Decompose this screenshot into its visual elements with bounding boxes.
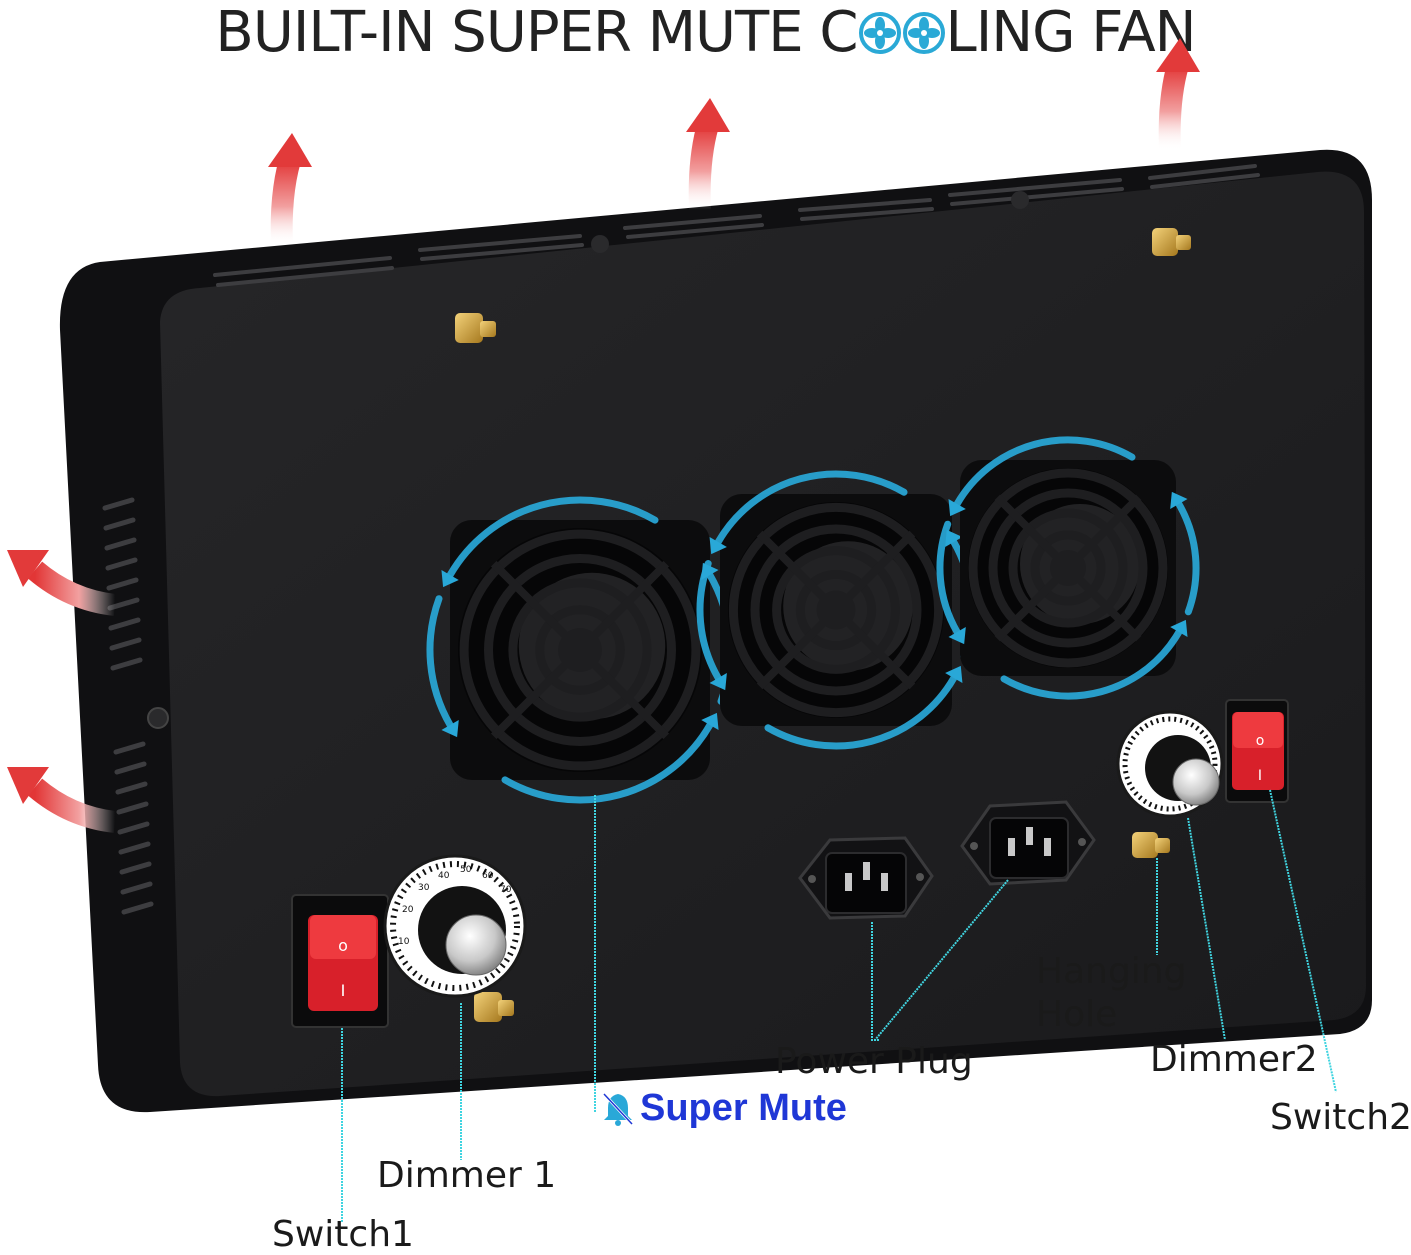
fan-icon (902, 12, 945, 54)
bell-mute-icon (602, 1092, 634, 1126)
power-plug (798, 836, 934, 920)
page-title: BUILT-IN SUPER MUTE C LING FAN (0, 0, 1411, 66)
hanging-screw (455, 313, 496, 343)
cooling-fan (720, 494, 952, 726)
hanging-screw (474, 992, 514, 1022)
heat-airflow-arrow (7, 550, 117, 616)
dial-tick: 20 (402, 905, 414, 915)
heat-airflow-arrow (268, 133, 312, 246)
cooling-fan (450, 520, 710, 780)
label-super-mute: Super Mute (640, 1087, 847, 1129)
dimmer-knob-2[interactable] (1116, 710, 1224, 818)
label-power-plug: Power Plug (775, 1041, 973, 1082)
heat-airflow-arrow (7, 767, 117, 833)
dial-tick: 40 (438, 871, 450, 881)
label-hanging-hole-line1: Hanging (1036, 951, 1187, 992)
leader-lines (341, 789, 1337, 1222)
label-dimmer1: Dimmer 1 (377, 1155, 557, 1196)
label-switch2: Switch2 (1270, 1097, 1411, 1138)
switch-on-mark: o (1256, 733, 1265, 749)
hanging-screw (1132, 832, 1170, 858)
switch-off-mark: I (341, 981, 346, 1000)
heat-airflow-arrow (686, 98, 730, 211)
dial-tick: 60 (482, 871, 494, 881)
super-mute-callout: Super Mute (598, 1088, 847, 1128)
heat-airflow-arrow (1156, 38, 1200, 151)
title-part2: LING FAN (945, 0, 1197, 65)
dial-tick: 50 (460, 865, 472, 875)
dial-tick: 10 (398, 937, 410, 947)
power-plug (960, 800, 1096, 886)
dial-tick: 30 (418, 883, 430, 893)
title-part1: BUILT-IN SUPER MUTE C (215, 0, 858, 65)
switch-off-mark: I (1258, 768, 1262, 784)
label-dimmer2: Dimmer2 (1150, 1039, 1318, 1080)
fan-icon (858, 12, 901, 54)
switch-on-mark: o (338, 936, 348, 955)
label-switch1: Switch1 (272, 1214, 414, 1255)
cooling-fan (960, 460, 1176, 676)
rotation-arrow-icon (936, 436, 1200, 700)
dial-tick: 70 (500, 885, 512, 895)
rocker-switch-2[interactable]: o I (1225, 699, 1289, 803)
dimmer-knob-1[interactable]: 40 50 60 70 30 20 10 (383, 854, 527, 998)
label-hanging-hole-line2: Hole (1036, 994, 1118, 1035)
rocker-switch-1[interactable]: o I (291, 894, 389, 1028)
hanging-screw (1152, 228, 1191, 256)
